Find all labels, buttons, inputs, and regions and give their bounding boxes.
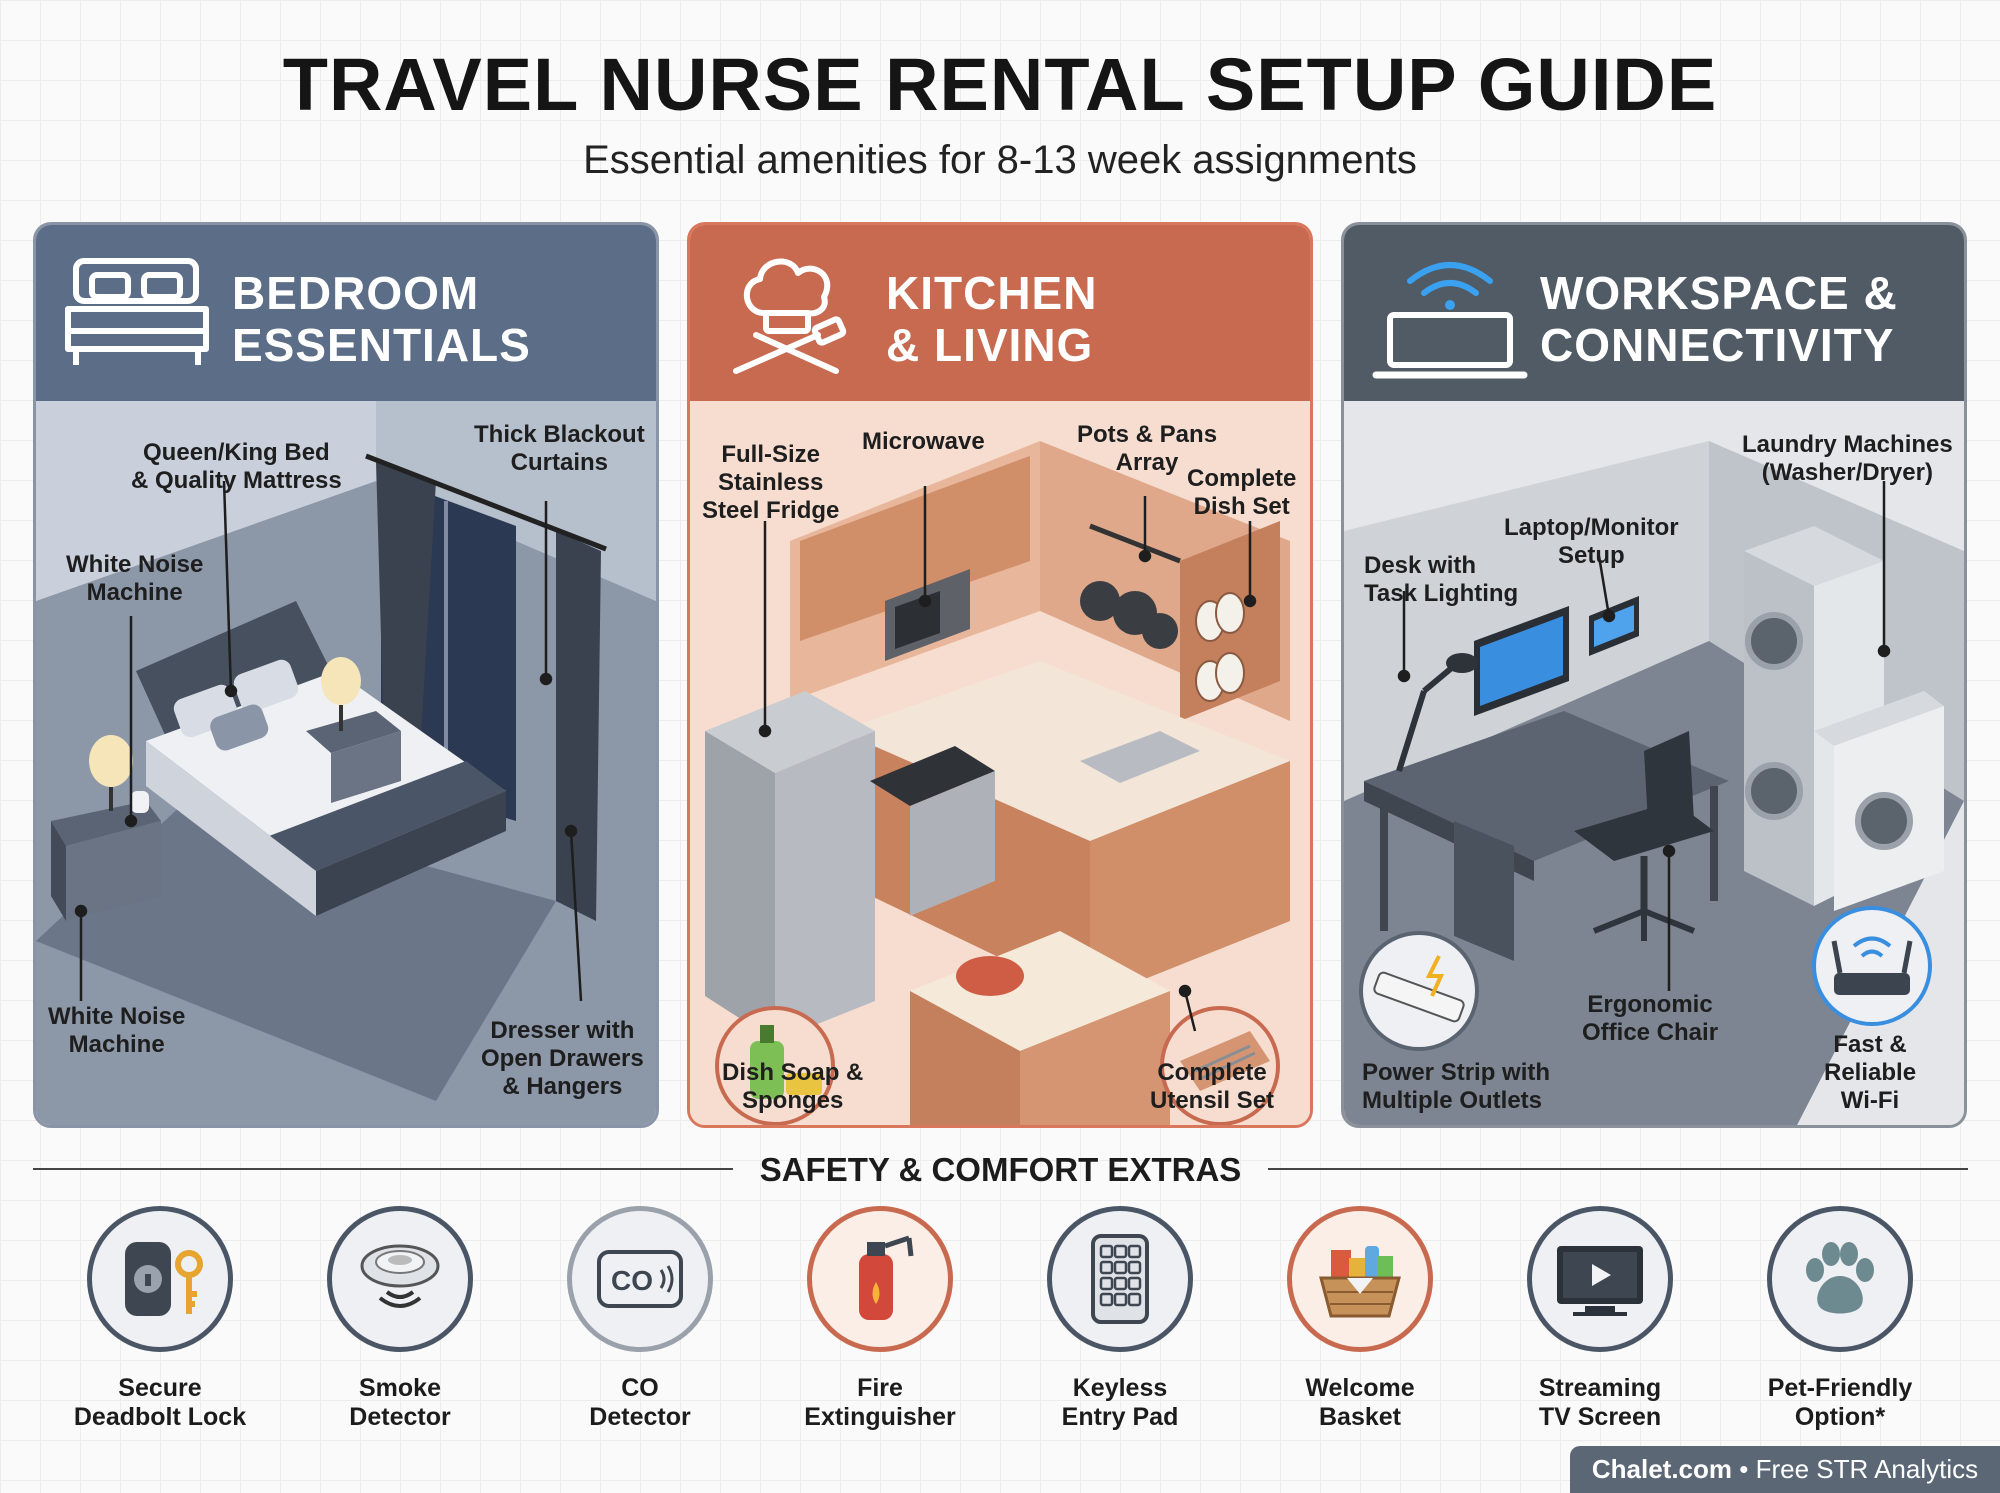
bedroom-illustration: Queen/King Bed& Quality Mattress Thick B… — [36, 401, 656, 1125]
sink — [1080, 731, 1200, 783]
chef-hat-utensils-icon — [733, 258, 847, 374]
footer-separator: • — [1739, 1454, 1749, 1484]
label-microwave: Microwave — [862, 428, 985, 455]
bedroom-title-line2: ESSENTIALS — [232, 319, 531, 371]
deadbolt-key-icon — [87, 1206, 233, 1352]
bedroom-title-line1: BEDROOM — [232, 267, 480, 319]
smoke-detector-icon — [327, 1206, 473, 1352]
task-lamp — [1446, 653, 1478, 673]
workspace-connectivity-panel: WORKSPACE & CONNECTIVITY — [1341, 222, 1967, 1128]
kitchen-panel-header: KITCHEN & LIVING — [690, 225, 1310, 401]
kitchen-panel-title: KITCHEN & LIVING — [886, 267, 1097, 371]
bedroom-essentials-panel: BEDROOM ESSENTIALS — [33, 222, 659, 1128]
footer-tagline: Free STR Analytics — [1755, 1454, 1979, 1484]
paw-icon — [1767, 1206, 1913, 1352]
stove — [870, 746, 995, 806]
workspace-panel-title: WORKSPACE & CONNECTIVITY — [1540, 267, 1898, 371]
blackout-curtain-right — [556, 531, 601, 921]
kitchen-title-line2: & LIVING — [886, 319, 1094, 371]
white-noise-machine — [131, 791, 149, 813]
upper-cabinets — [800, 456, 1030, 641]
extras-divider-right — [1268, 1168, 1968, 1170]
workspace-panel-header: WORKSPACE & CONNECTIVITY — [1344, 225, 1964, 401]
keypad-icon — [1047, 1206, 1193, 1352]
label-laundry-machines: Laundry Machines(Washer/Dryer) — [1742, 431, 1953, 486]
bedroom-scene — [36, 401, 656, 1125]
extras-title: SAFETY & COMFORT EXTRAS — [759, 1151, 1242, 1188]
bedroom-panel-header: BEDROOM ESSENTIALS — [36, 225, 656, 401]
rug — [36, 801, 556, 1101]
footer-brand-badge[interactable]: Chalet.com • Free STR Analytics — [1570, 1446, 2000, 1493]
kitchen-island — [1020, 991, 1170, 1125]
bedroom-panel-title: BEDROOM ESSENTIALS — [232, 267, 531, 371]
nightstand-left — [66, 821, 161, 921]
page-subtitle: Essential amenities for 8-13 week assign… — [583, 138, 1417, 182]
laptop-wifi-icon — [1372, 262, 1528, 379]
kitchen-living-panel: KITCHEN & LIVING — [687, 222, 1313, 1128]
bed-icon — [65, 258, 209, 365]
wifi-router-inset — [1812, 906, 1932, 1026]
co-detector-icon: CO — [567, 1206, 713, 1352]
kitchen-scene — [690, 401, 1310, 1125]
svg-text:CO: CO — [611, 1265, 653, 1296]
workspace-title-line1: WORKSPACE & — [1540, 267, 1898, 319]
welcome-basket-icon — [1287, 1206, 1433, 1352]
workspace-illustration: Laundry Machines(Washer/Dryer) Laptop/Mo… — [1344, 401, 1964, 1125]
fire-extinguisher-icon — [807, 1206, 953, 1352]
workspace-title-line2: CONNECTIVITY — [1540, 319, 1895, 371]
tv-play-icon — [1527, 1206, 1673, 1352]
page-title: TRAVEL NURSE RENTAL SETUP GUIDE — [282, 43, 1718, 126]
footer-brand[interactable]: Chalet.com — [1591, 1454, 1733, 1484]
extras-divider-left — [33, 1168, 733, 1170]
kitchen-title-line1: KITCHEN — [886, 267, 1098, 319]
stainless-fridge — [775, 731, 875, 1041]
label-queen-king-bed: Queen/King Bed& Quality Mattress — [131, 439, 342, 494]
label-dish-soap: Dish Soap &Sponges — [722, 1059, 864, 1114]
workspace-scene — [1344, 401, 1964, 1125]
